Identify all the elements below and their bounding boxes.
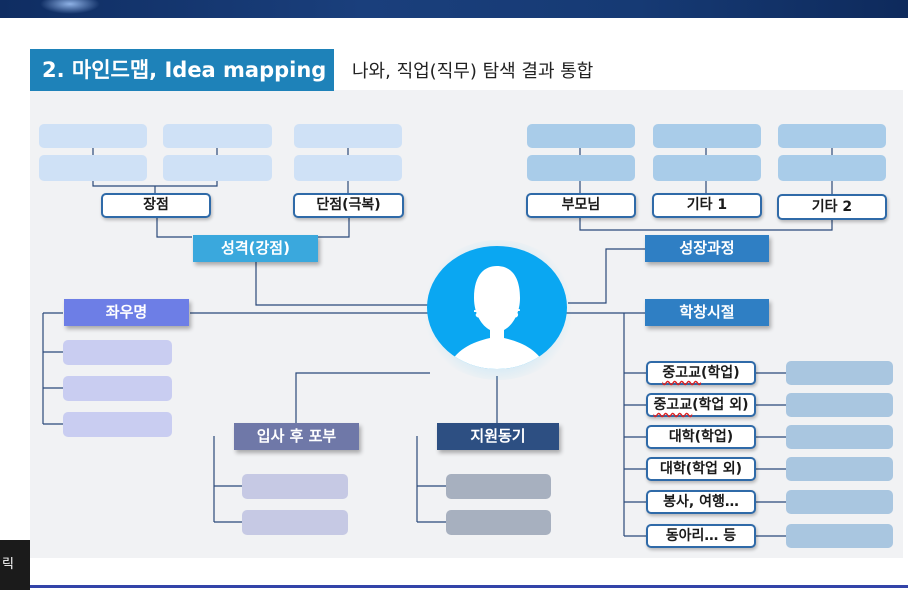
mid-high-extra-box: 중고교(학업 외) (646, 393, 756, 417)
placeholder-box (786, 457, 893, 481)
placeholder-box (786, 490, 893, 514)
mid-high-study-box: 중고교(학업) (646, 361, 756, 385)
mid-high-study-label: 중고교 (662, 365, 702, 381)
other2-box: 기타 2 (777, 194, 887, 220)
placeholder-box (163, 124, 272, 148)
parents-box: 부모님 (526, 193, 636, 218)
placeholder-box (653, 155, 761, 181)
placeholder-box (294, 124, 402, 148)
placeholder-box (786, 524, 893, 548)
volunteer-box: 봉사, 여행… (646, 490, 756, 514)
placeholder-box (242, 474, 348, 499)
placeholder-box (63, 376, 172, 401)
bottom-divider (30, 585, 908, 588)
placeholder-box (527, 124, 635, 148)
center-name: 홍길동 (473, 301, 521, 321)
placeholder-box (786, 425, 893, 449)
placeholder-box (39, 124, 147, 148)
placeholder-box (778, 155, 886, 181)
placeholder-box (63, 412, 172, 437)
placeholder-box (294, 155, 402, 181)
placeholder-box (446, 474, 551, 499)
university-study-box: 대학(학업) (646, 425, 756, 449)
placeholder-box (653, 124, 761, 148)
mid-high-study-suffix: (학업) (701, 365, 740, 381)
section-subtitle: 나와, 직업(직무) 탐색 결과 통합 (352, 61, 594, 82)
mid-high-extra-label: 중고교 (653, 397, 693, 413)
category-motivation: 지원동기 (437, 423, 559, 450)
category-aspiration: 입사 후 포부 (234, 423, 359, 450)
university-extra-box: 대학(학업 외) (646, 457, 756, 481)
mid-high-extra-suffix: (학업 외) (692, 397, 749, 413)
top-banner-glow (40, 0, 100, 14)
placeholder-box (39, 155, 147, 181)
clubs-box: 동아리… 등 (646, 524, 756, 548)
placeholder-box (242, 510, 348, 535)
placeholder-box (786, 393, 893, 417)
center-node (427, 246, 567, 369)
corner-overlay: 릭 (0, 540, 30, 590)
strength-box: 장점 (101, 193, 211, 218)
category-personality: 성격(강점) (193, 235, 318, 262)
category-school: 학창시절 (645, 299, 769, 326)
placeholder-box (163, 155, 272, 181)
placeholder-box (63, 340, 172, 365)
person-silhouette-icon (447, 266, 547, 369)
placeholder-box (786, 361, 893, 385)
category-growth: 성장과정 (645, 235, 769, 262)
category-motto: 좌우명 (64, 299, 189, 326)
placeholder-box (527, 155, 635, 181)
placeholder-box (446, 510, 551, 535)
placeholder-box (778, 124, 886, 148)
section-title: 2. 마인드맵, Idea mapping (30, 49, 334, 91)
top-banner (0, 0, 908, 18)
other1-box: 기타 1 (652, 193, 762, 218)
weakness-box: 단점(극복) (293, 193, 404, 218)
